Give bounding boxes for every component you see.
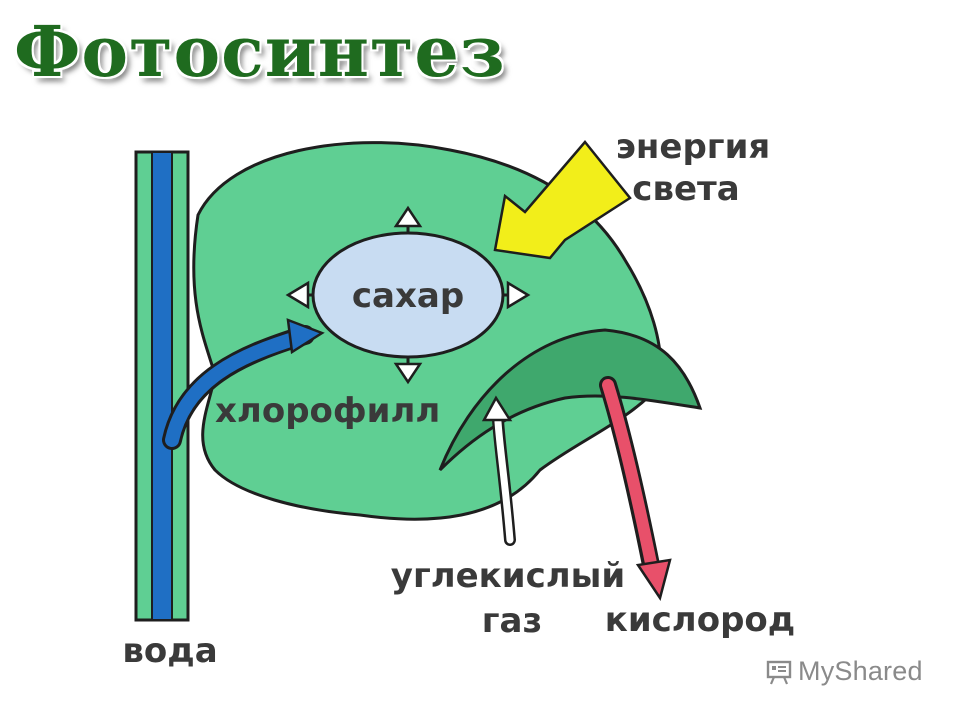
sugar-label: сахар bbox=[352, 276, 464, 316]
stem bbox=[134, 150, 190, 622]
light-energy-label-line1: энергия bbox=[616, 127, 770, 167]
sugar-distribution-arrows bbox=[285, 205, 531, 385]
chlorophyll-label: хлорофилл bbox=[215, 391, 440, 431]
leaf-lobe bbox=[438, 328, 703, 472]
co2-label-line1: углекислый bbox=[391, 556, 625, 596]
co2-label-line2: газ bbox=[482, 601, 542, 641]
oxygen-label: кислород bbox=[605, 600, 795, 640]
watermark-text: MyShared bbox=[798, 656, 923, 686]
light-energy-label-line2: света bbox=[632, 169, 739, 209]
water-label: вода bbox=[122, 631, 217, 671]
watermark: MyShared bbox=[766, 656, 923, 687]
slide-title: Фотосинтез bbox=[14, 10, 506, 93]
presentation-board-icon bbox=[766, 660, 792, 684]
light-energy-arrow bbox=[493, 140, 632, 260]
